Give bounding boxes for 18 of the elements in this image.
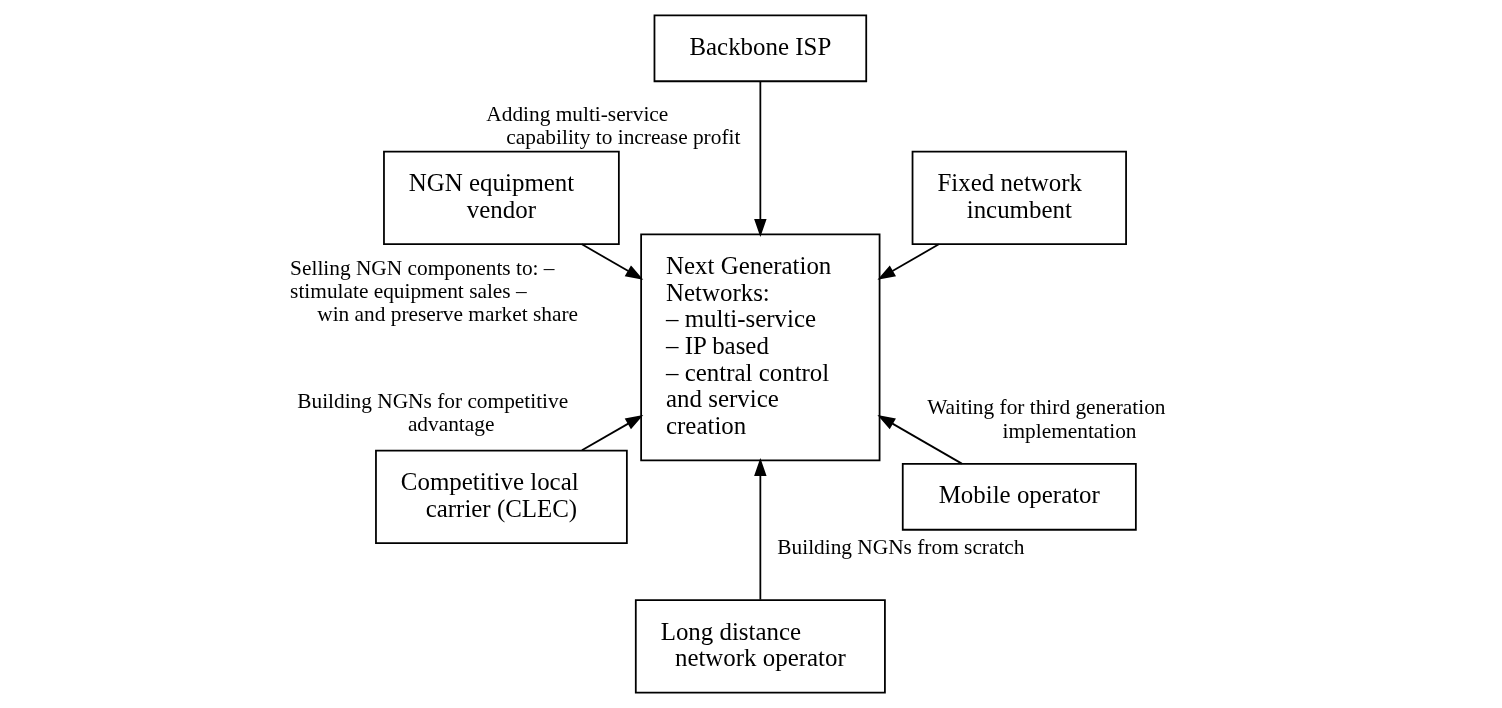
edge-label: Waiting for third generation implementation — [927, 395, 1166, 443]
node-box: Mobile operator — [901, 463, 1137, 531]
edge-label: Adding multi-service capability to increase profit — [486, 102, 741, 150]
node-box: Next Generation Networks: – multi-service – IP based – central control and service creation — [640, 233, 881, 462]
arrow — [581, 243, 644, 280]
arrow — [754, 458, 767, 601]
arrow — [877, 414, 963, 465]
node-box: Competitive local carrier (CLEC) — [375, 449, 628, 544]
edge-label: Building NGNs for competitive advantage — [297, 388, 569, 436]
node-box: Fixed network incumbent — [911, 150, 1127, 245]
arrow — [581, 414, 644, 452]
arrow — [877, 243, 940, 280]
edge-label: Building NGNs from scratch — [777, 535, 1025, 560]
node-box: Backbone ISP — [653, 14, 868, 83]
node-box: NGN equipment vendor — [383, 150, 620, 245]
arrow — [754, 80, 767, 237]
edge-label: Selling NGN components to: – stimulate equipment sales – win and preserve market share — [290, 255, 578, 327]
node-box: Long distance network operator — [634, 599, 886, 694]
